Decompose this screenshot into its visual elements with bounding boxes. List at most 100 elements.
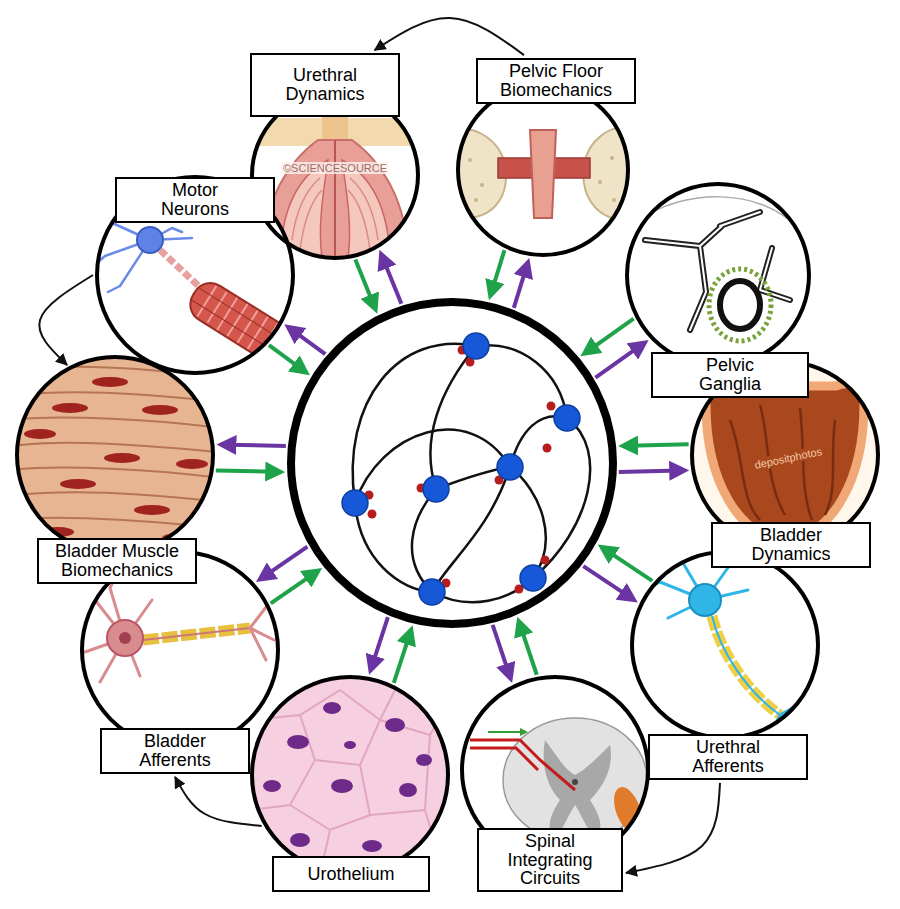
circle-outline [625,182,811,368]
link-arrow [375,18,525,55]
hub-network [292,303,612,623]
ganglion-illustration [709,269,771,341]
cell-nucleus [385,718,405,732]
synapse-dot [365,346,556,594]
hub-network [353,344,476,503]
pelvic-floor-illustration [468,158,472,162]
circle-ring [252,677,448,873]
neuron-dot [423,476,449,502]
spinal-cord-illustration [520,728,528,736]
output-arrow [493,625,509,674]
cell-nucleus [52,403,88,413]
connector-group [39,18,720,873]
cell-nucleus [287,735,309,749]
afferent-neuron-illustration [630,550,820,740]
neuron-dot [520,565,546,591]
pelvic-floor-illustration [612,198,616,202]
cell-nucleus [290,833,310,847]
input-arrow [355,260,373,305]
hub-network [510,467,546,578]
cell-nucleus [323,702,341,714]
cell-nucleus [416,754,432,766]
output-arrow [619,471,679,472]
spinal-cord-illustration [572,779,578,785]
output-arrow [292,330,325,354]
cell-nucleus [331,779,353,793]
muscle-fibre-bundle [184,276,315,379]
cell-nucleus [263,780,281,792]
component-circle: Spinal Integrating Circuits [460,675,650,865]
circle-ring [692,362,878,548]
pelvic-floor-illustration [480,183,484,187]
circle-title: Bladder Muscle Biomechanics [37,538,197,584]
circle-title: Pelvic Ganglia [651,352,809,398]
bladder-illustration [706,384,864,541]
output-arrow [514,267,527,307]
circle-ring [627,184,809,366]
circle-ring [17,357,213,553]
pelvic-floor-illustration [530,130,556,218]
afferent-neuron-illustration [712,616,780,715]
cell-nucleus [263,702,432,852]
circle-ring [458,85,628,255]
circle-outline [15,355,215,555]
input-arrow [628,444,688,445]
spinal-cord-illustration [503,718,647,842]
output-arrow [583,566,629,597]
circle-title: Urethral Dynamics [250,53,400,117]
smooth-muscle-illustration [10,355,220,555]
pelvic-floor-illustration [455,82,631,258]
output-arrow [383,259,401,304]
component-circle: Urethral Dynamics [250,90,420,260]
smooth-muscle-illustration [15,355,215,555]
afferent-neuron-illustration [712,616,780,715]
cell-nucleus [104,453,140,463]
output-arrow [264,547,307,577]
circle-title: Pelvic Floor Biomechanics [476,58,636,104]
bladder-illustration [730,405,835,520]
spinal-cord-illustration [544,740,611,840]
circle-ring [97,177,293,373]
circle-outline [456,83,630,257]
pelvic-floor-illustration [598,180,602,184]
cell-nucleus [362,840,382,852]
component-circle: Pelvic Floor Biomechanics [456,83,630,257]
component-circle: Motor Neurons [95,175,295,375]
spinal-cord-illustration [470,740,575,790]
component-circle: Urethral Afferents [630,550,820,740]
input-arrow [271,574,314,604]
afferent-neuron-illustration [689,584,721,616]
circle-title: Bladder Dynamics [711,522,871,568]
pelvic-floor-illustration [610,156,614,160]
cell-nucleus [344,741,356,749]
link-arrow [626,783,720,873]
urothelium-illustration [250,675,450,875]
output-arrow [372,617,388,665]
muscle-fibre-bundle [184,276,315,379]
afferent-neuron-illustration [143,628,250,640]
circle-outline [287,298,617,628]
motor-neuron-illustration [98,222,192,292]
hub-network [412,489,436,592]
output-arrow [226,445,285,446]
circle-ring [291,302,613,624]
output-arrow [595,346,640,378]
hub-network [355,430,510,503]
ganglion-illustration [720,281,760,329]
cell-nucleus [134,505,170,515]
circle-title: Spinal Integrating Circuits [477,828,623,893]
pelvic-floor-illustration [474,198,478,202]
neuron-dot [342,490,368,516]
circle-title: Bladder Afferents [100,728,250,774]
pelvic-floor-illustration [455,82,631,258]
afferent-neuron-illustration [107,620,143,656]
circle-ring [252,92,418,258]
component-circle: Urothelium [250,675,450,875]
hub-network [292,303,612,623]
watermark: depositphotos [751,445,824,472]
synapse-dot [543,444,552,453]
ganglion-illustration [625,182,812,368]
input-arrow [492,250,505,290]
circle-title: Motor Neurons [115,177,275,223]
circle-outline [630,550,820,740]
